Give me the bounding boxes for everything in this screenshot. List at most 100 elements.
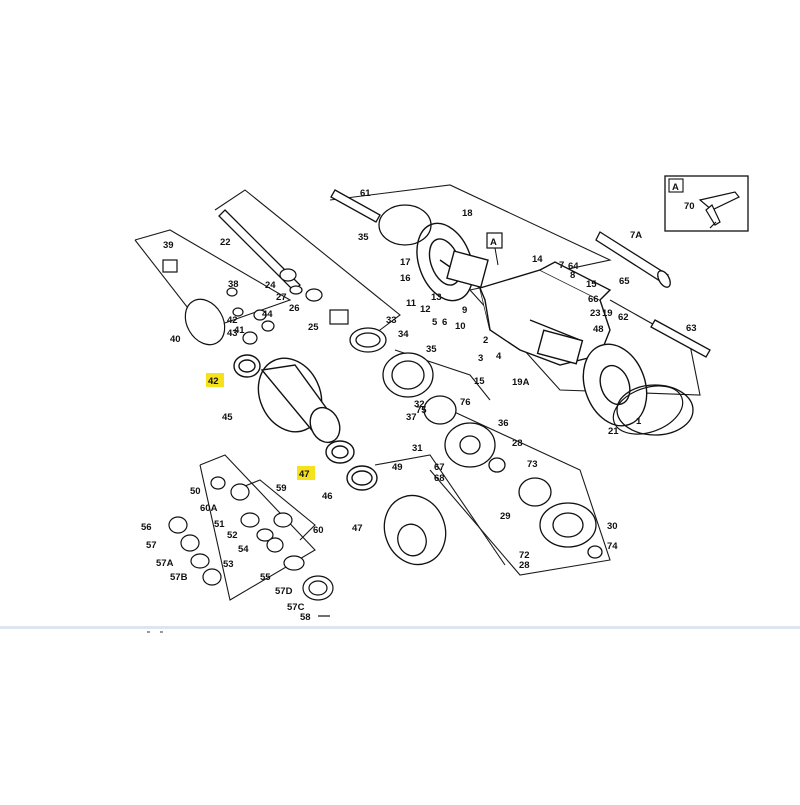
part-label: 62 <box>618 312 629 323</box>
part-label: 19A <box>512 377 530 388</box>
callout-box: A <box>486 232 503 266</box>
part-label: 24 <box>265 280 276 291</box>
highlight-47-upper <box>206 373 224 387</box>
part-label: 75 <box>416 405 427 416</box>
part-label: 39 <box>163 240 174 251</box>
part-label: 54 <box>238 544 249 555</box>
part-label: 66 <box>588 294 599 305</box>
part-label: 21 <box>608 426 619 437</box>
guide-frames <box>134 184 701 601</box>
part-label: 35 <box>358 232 369 243</box>
part-label: 23 <box>590 308 601 319</box>
part-label: 47 <box>352 523 363 534</box>
part-label: 2 <box>483 335 488 346</box>
part-label: 57C <box>287 602 305 613</box>
part-label: 36 <box>498 418 509 429</box>
part-label: 15 <box>586 279 597 290</box>
part-label: 63 <box>686 323 697 334</box>
axle-housing <box>416 222 684 435</box>
part-label: 60 <box>313 525 324 536</box>
part-label: 61 <box>360 188 371 199</box>
part-label: 48 <box>593 324 604 335</box>
scan-specks <box>147 631 163 633</box>
part-label: 3 <box>478 353 483 364</box>
part-label: 27 <box>276 292 287 303</box>
part-label-47-lower: 47 <box>299 469 310 480</box>
part-label: 29 <box>500 511 511 522</box>
part-label: 56 <box>141 522 152 533</box>
part-label: 72 <box>519 550 530 561</box>
inset-label: A <box>672 182 679 193</box>
part-label: 44 <box>262 309 273 320</box>
part-label: 10 <box>455 321 466 332</box>
inset-box: A <box>664 175 749 232</box>
part-label: 7A <box>630 230 642 241</box>
part-label: 15 <box>474 376 485 387</box>
part-label: 57A <box>156 558 174 569</box>
part-label: 57B <box>170 572 188 583</box>
part-label: 46 <box>322 491 333 502</box>
part-label: 73 <box>527 459 538 470</box>
part-label: 6 <box>442 317 447 328</box>
part-label: 30 <box>607 521 618 532</box>
part-label: 8 <box>570 270 575 281</box>
part-label: 22 <box>220 237 231 248</box>
part-label: 50 <box>190 486 201 497</box>
part-label: 55 <box>260 572 271 583</box>
part-label: 40 <box>170 334 181 345</box>
part-label: 35 <box>426 344 437 355</box>
part-label: 25 <box>308 322 319 333</box>
part-label: 74 <box>607 541 618 552</box>
part-label: 49 <box>392 462 403 473</box>
part-label: 11 <box>406 298 417 309</box>
part-label: 31 <box>412 443 423 454</box>
part-label: 33 <box>386 315 397 326</box>
part-label: 41 <box>234 325 245 336</box>
part-label: 57D <box>275 586 293 597</box>
part-label: 17 <box>400 257 411 268</box>
part-label: 7 <box>559 260 564 271</box>
part-label: 53 <box>223 559 234 570</box>
part-label: 12 <box>420 304 431 315</box>
part-label: 57 <box>146 540 157 551</box>
part-label: 16 <box>400 273 411 284</box>
differential-carrier <box>233 354 378 491</box>
part-label: 45 <box>222 412 233 423</box>
tool-69-drawing <box>698 191 740 229</box>
part-label: 60A <box>200 503 218 514</box>
part-label: 38 <box>228 279 239 290</box>
part-label: 76 <box>460 397 471 408</box>
part-label: 1 <box>636 416 642 427</box>
part-label: 64 <box>568 261 579 272</box>
part-label: 32 <box>414 399 425 410</box>
part-label: 28 <box>512 438 523 449</box>
part-label: 42 <box>227 315 238 326</box>
part-label: 67 <box>434 462 445 473</box>
part-label: 43 <box>227 328 238 339</box>
part-label-47-upper: 42 <box>208 376 219 387</box>
part-label: 5 <box>432 317 438 328</box>
highlight-47-lower <box>297 466 315 480</box>
part-label: 37 <box>406 412 417 423</box>
part-label: 51 <box>214 519 225 530</box>
bottom-divider <box>0 626 800 629</box>
part-label: 59 <box>276 483 287 494</box>
part-label: 34 <box>398 329 409 340</box>
part-label: 19 <box>602 308 613 319</box>
ring-gear-parts <box>349 204 694 566</box>
part-label: 58 <box>300 612 311 623</box>
part-labels: 39 22 24 27 26 25 33 34 35 61 18 16 17 1… <box>141 188 697 623</box>
small-parts-left <box>162 259 349 617</box>
part-label: 68 <box>434 473 445 484</box>
part-label: 14 <box>532 254 543 265</box>
part-label: 28 <box>519 560 530 571</box>
part-label: 65 <box>619 276 630 287</box>
part-label: 52 <box>227 530 238 541</box>
callout-label: A <box>490 237 497 248</box>
shafts <box>218 189 711 358</box>
part-label: 26 <box>289 303 300 314</box>
part-label: 18 <box>462 208 473 219</box>
part-label: 9 <box>462 305 467 316</box>
